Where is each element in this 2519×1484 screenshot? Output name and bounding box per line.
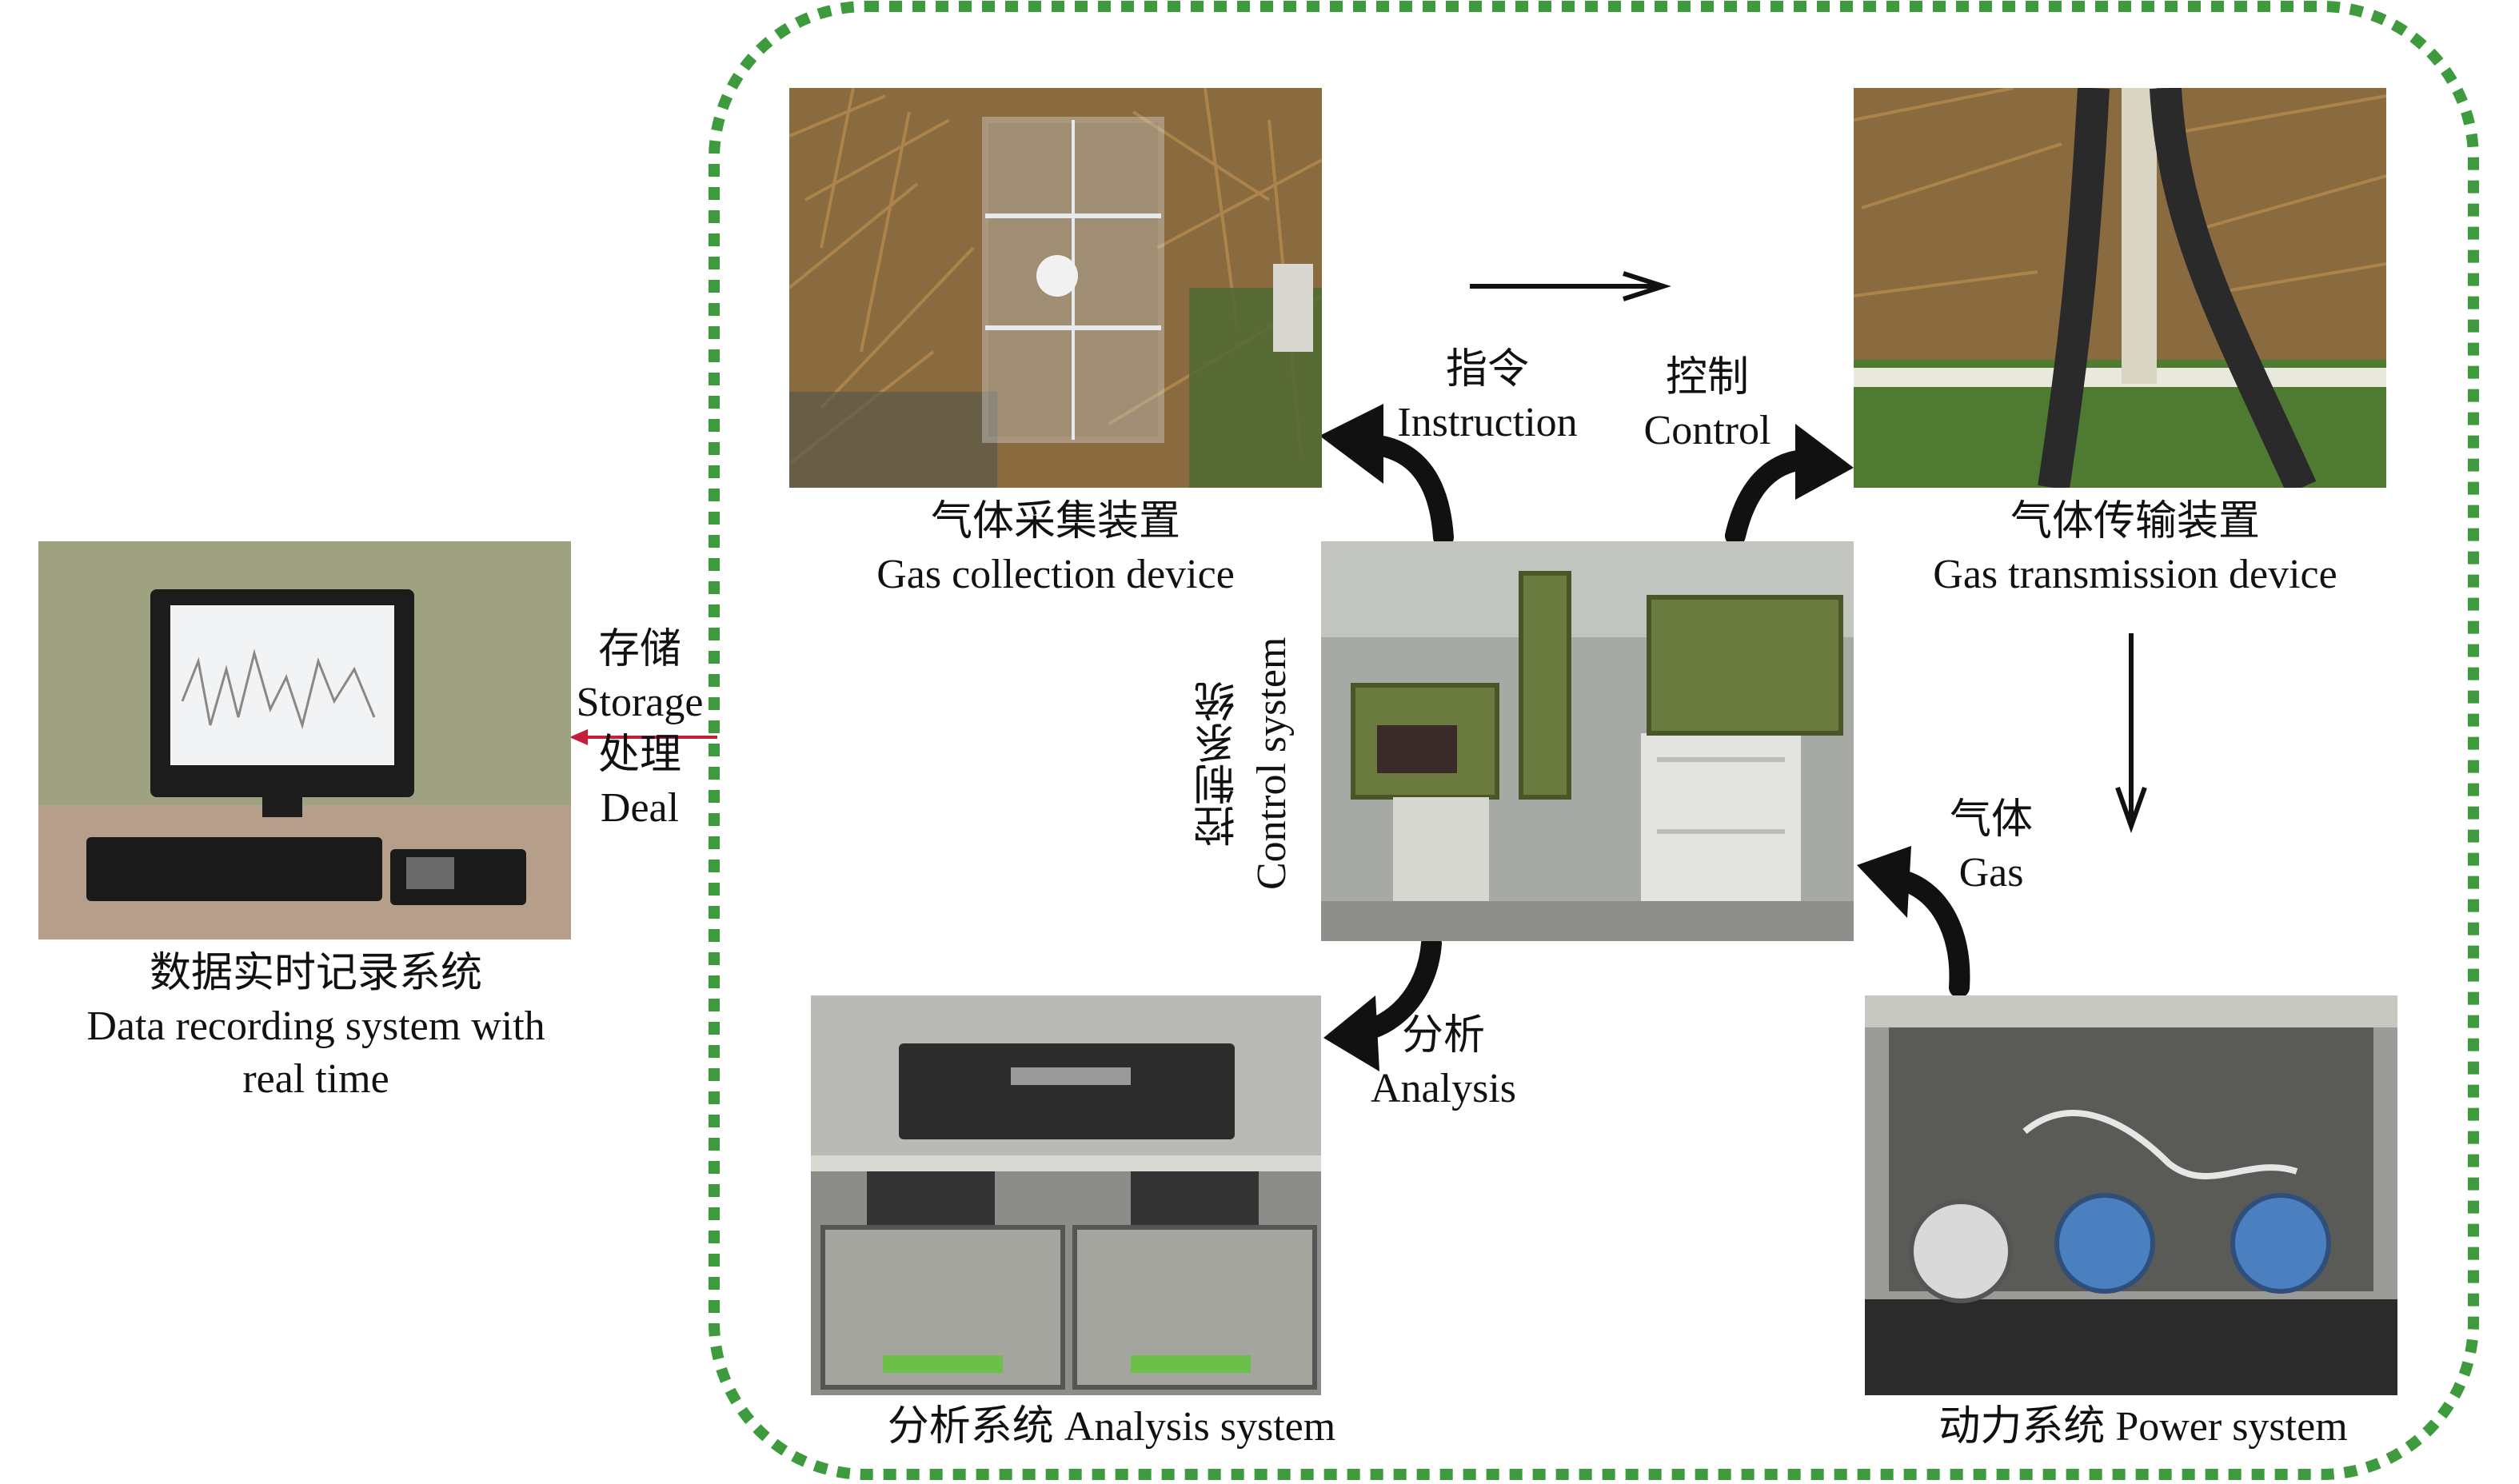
analysis-system-label: 分析系统 Analysis system	[887, 1404, 1336, 1450]
gas-collection-label-en: Gas collection device	[876, 552, 1235, 597]
gas-collection-photo	[789, 88, 1322, 488]
control-system-photo	[1321, 541, 1854, 941]
gas-transmission-label: 气体传输装置 Gas transmission device	[1831, 496, 2439, 601]
control-system-label: 控制系统 Control system	[1193, 628, 1299, 900]
edge-label-gas-zh: 气体	[1949, 797, 2033, 843]
edge-label-storage-en1: Storage	[576, 680, 704, 725]
data-recording-label-zh: 数据实时记录系统	[149, 951, 482, 996]
edge-label-analysis-zh: 分析	[1401, 1013, 1485, 1059]
arrow-storage	[569, 729, 717, 745]
edge-label-instruction: 指令 Instruction	[1367, 344, 1607, 449]
edge-label-storage-en2: Deal	[600, 785, 680, 831]
edge-label-gas-en: Gas	[1958, 850, 2024, 896]
edge-label-instruction-en: Instruction	[1397, 400, 1578, 445]
edge-label-storage: 存储 Storage 处理 Deal	[560, 624, 720, 835]
analysis-system-photo	[811, 995, 1321, 1395]
system-boundary	[709, 1, 2479, 1480]
edge-label-analysis-en: Analysis	[1371, 1066, 1516, 1111]
control-system-label-en: Control system	[1249, 636, 1295, 891]
power-system-photo	[1865, 995, 2397, 1395]
arrow-transmission-down	[2115, 633, 2147, 833]
arrow-instruction	[1319, 404, 1454, 548]
data-recording-label-en-line1: Data recording system with	[86, 1003, 545, 1049]
arrow-control	[1725, 424, 1854, 546]
arrow-collection-to-transmission	[1470, 271, 1671, 301]
edge-label-storage-zh2: 处理	[597, 732, 681, 778]
gas-collection-label-zh: 气体采集装置	[930, 499, 1180, 545]
power-system-label: 动力系统 Power system	[1938, 1404, 2348, 1450]
edge-label-control-zh: 控制	[1665, 355, 1749, 401]
edge-label-storage-zh1: 存储	[597, 627, 681, 672]
edge-label-control: 控制 Control	[1607, 352, 1807, 457]
gas-transmission-photo	[1854, 88, 2386, 488]
gas-collection-label: 气体采集装置 Gas collection device	[776, 496, 1335, 601]
edge-label-instruction-zh: 指令	[1445, 347, 1529, 393]
control-system-label-zh: 控制系统	[1196, 680, 1242, 847]
data-recording-photo	[38, 541, 571, 939]
gas-transmission-label-zh: 气体传输装置	[2010, 499, 2260, 545]
gas-transmission-label-en: Gas transmission device	[1933, 552, 2337, 597]
edge-label-gas: 气体 Gas	[1911, 794, 2071, 900]
arrow-gas	[1857, 846, 1970, 998]
edge-label-analysis: 分析 Analysis	[1343, 1010, 1543, 1115]
data-recording-label: 数据实时记录系统 Data recording system with real…	[16, 947, 616, 1106]
edge-label-control-en: Control	[1643, 408, 1771, 453]
data-recording-label-en-line2: real time	[242, 1056, 389, 1102]
arrow-analysis	[1323, 933, 1442, 1071]
